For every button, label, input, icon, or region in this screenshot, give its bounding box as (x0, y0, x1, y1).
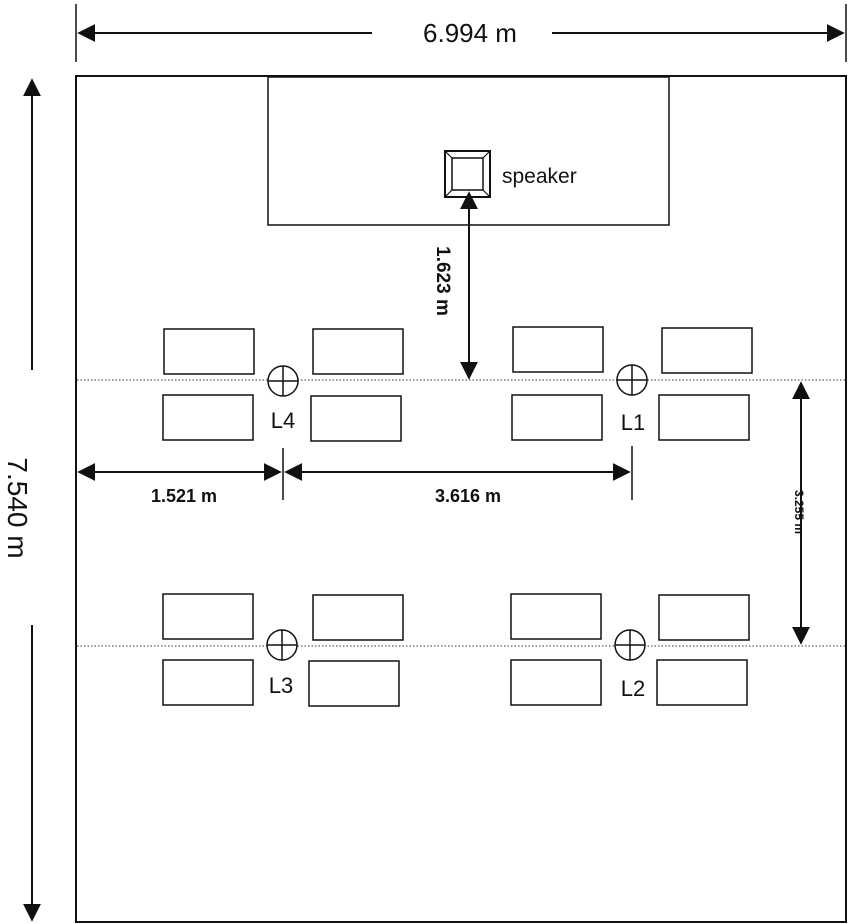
desk (661, 327, 753, 374)
speaker-label: speaker (502, 165, 577, 188)
room-outline (75, 75, 847, 923)
desk (310, 395, 402, 442)
speaker-distance-dimension: 1.623 m (432, 191, 478, 380)
listener-position-icon (266, 629, 298, 661)
desk (162, 593, 254, 640)
desk (510, 593, 602, 640)
desk (656, 659, 748, 706)
listener-spacing-dimension: 3.616 m (284, 446, 633, 506)
desk (510, 659, 602, 706)
row-spacing-dimension: 3.255 m (792, 381, 810, 645)
desk (511, 394, 603, 441)
desk (312, 594, 404, 641)
front-row-desks (162, 326, 753, 442)
desk (312, 328, 404, 375)
listener-position-icon (267, 365, 299, 397)
speaker-distance-label: 1.623 m (432, 246, 453, 316)
left-offset-label: 1.521 m (151, 486, 217, 506)
listener-label-l1: L1 (621, 410, 645, 435)
left-offset-dimension: 1.521 m (77, 448, 284, 506)
desk (658, 594, 750, 641)
height-dimension: 7.540 m (2, 78, 41, 922)
back-row-desks (162, 593, 750, 707)
desk (512, 326, 604, 373)
listener-spacing-label: 3.616 m (435, 486, 501, 506)
desk (308, 660, 400, 707)
height-label: 7.540 m (2, 457, 33, 558)
listener-position-icon (616, 364, 648, 396)
listener-label-l4: L4 (271, 408, 295, 433)
listener-position-icon (614, 629, 646, 661)
row-spacing-label: 3.255 m (792, 490, 806, 534)
desk (162, 394, 254, 441)
listener-label-l3: L3 (269, 673, 293, 698)
speaker-icon (444, 150, 491, 198)
listener-label-l2: L2 (621, 676, 645, 701)
width-dimension: 6.994 m (75, 4, 847, 62)
desk (163, 328, 255, 375)
desk (162, 659, 254, 706)
width-label: 6.994 m (423, 18, 517, 48)
desk (658, 394, 750, 441)
